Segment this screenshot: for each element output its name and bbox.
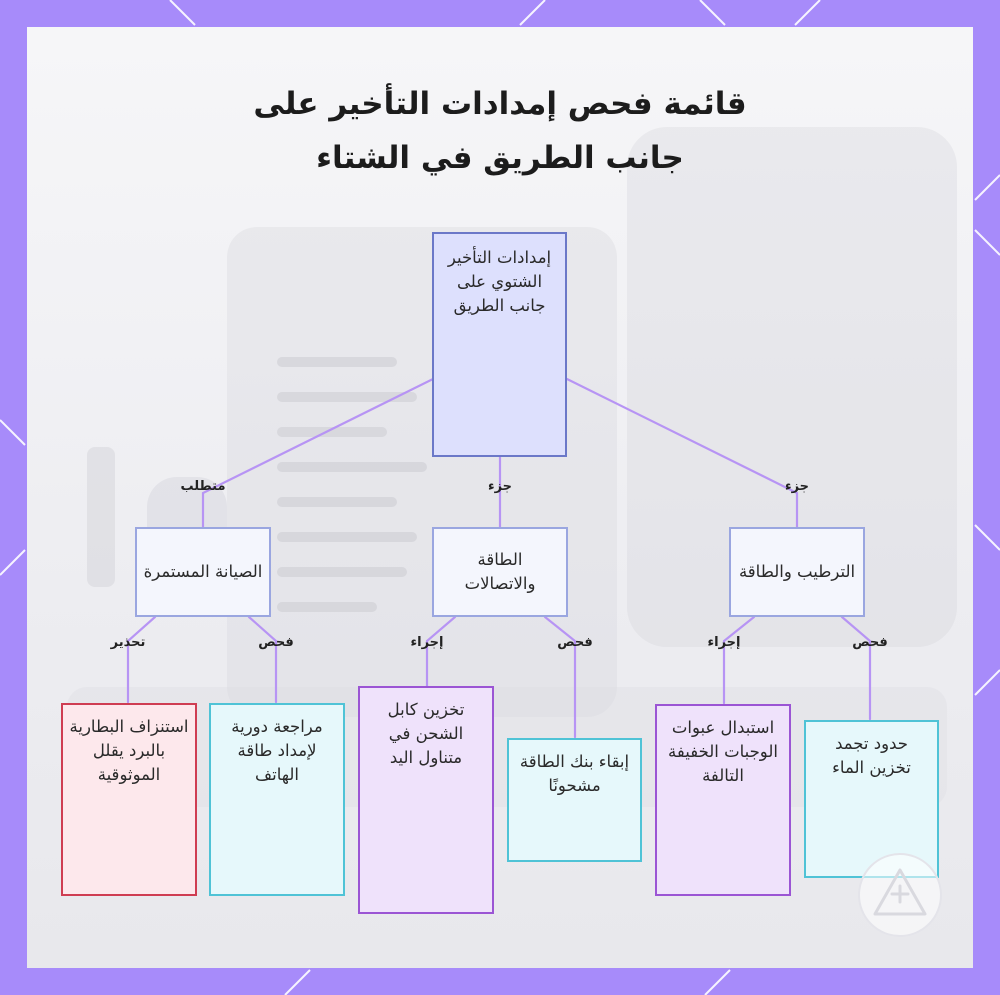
edge-maintenance-review bbox=[247, 615, 278, 704]
diagram-panel: قائمة فحص إمدادات التأخير على جانب الطري… bbox=[27, 27, 973, 968]
node-hydration: الترطيب والطاقة bbox=[729, 527, 865, 617]
diagram-edges bbox=[126, 377, 872, 739]
node-replace-snacks: استبدال عبوات الوجبات الخفيفة التالفة bbox=[655, 704, 791, 896]
edge-label-part-hydration: جزء bbox=[784, 479, 810, 494]
edge-label-check-review: فحص bbox=[258, 635, 294, 650]
edge-hydration-freeze bbox=[840, 615, 872, 721]
edge-label-requirement: متطلب bbox=[180, 479, 226, 494]
node-root: إمدادات التأخير الشتوي على جانب الطريق bbox=[432, 232, 567, 457]
edge-label-action-cable: إجراء bbox=[410, 635, 444, 650]
title-line-2: جانب الطريق في الشتاء bbox=[316, 140, 684, 176]
edge-label-part-power: جزء bbox=[487, 479, 513, 494]
node-power: الطاقة والاتصالات bbox=[432, 527, 568, 617]
edge-root-maintenance bbox=[201, 377, 435, 529]
diagram-title: قائمة فحص إمدادات التأخير على جانب الطري… bbox=[27, 77, 973, 185]
edge-maintenance-battery bbox=[126, 615, 157, 704]
node-freeze-limits: حدود تجمد تخزين الماء bbox=[804, 720, 939, 878]
edge-label-check-bank: فحص bbox=[557, 635, 593, 650]
edge-hydration-snacks bbox=[722, 615, 756, 705]
node-cable: تخزين كابل الشحن في متناول اليد bbox=[358, 686, 494, 914]
node-power-bank: إبقاء بنك الطاقة مشحونًا bbox=[507, 738, 642, 862]
title-line-1: قائمة فحص إمدادات التأخير على bbox=[253, 86, 747, 122]
node-maintenance: الصيانة المستمرة bbox=[135, 527, 271, 617]
node-review-power: مراجعة دورية لإمداد طاقة الهاتف bbox=[209, 703, 345, 896]
edge-label-check-freeze: فحص bbox=[852, 635, 888, 650]
edge-power-cable bbox=[425, 615, 457, 688]
edge-power-bank bbox=[543, 615, 577, 739]
edge-label-action-snacks: إجراء bbox=[707, 635, 741, 650]
road-warning-logo-icon bbox=[858, 853, 942, 937]
edge-label-warning: تحذير bbox=[110, 635, 146, 650]
node-battery-drain: استنزاف البطارية بالبرد يقلل الموثوقية bbox=[61, 703, 197, 896]
edge-root-hydration bbox=[565, 377, 799, 529]
